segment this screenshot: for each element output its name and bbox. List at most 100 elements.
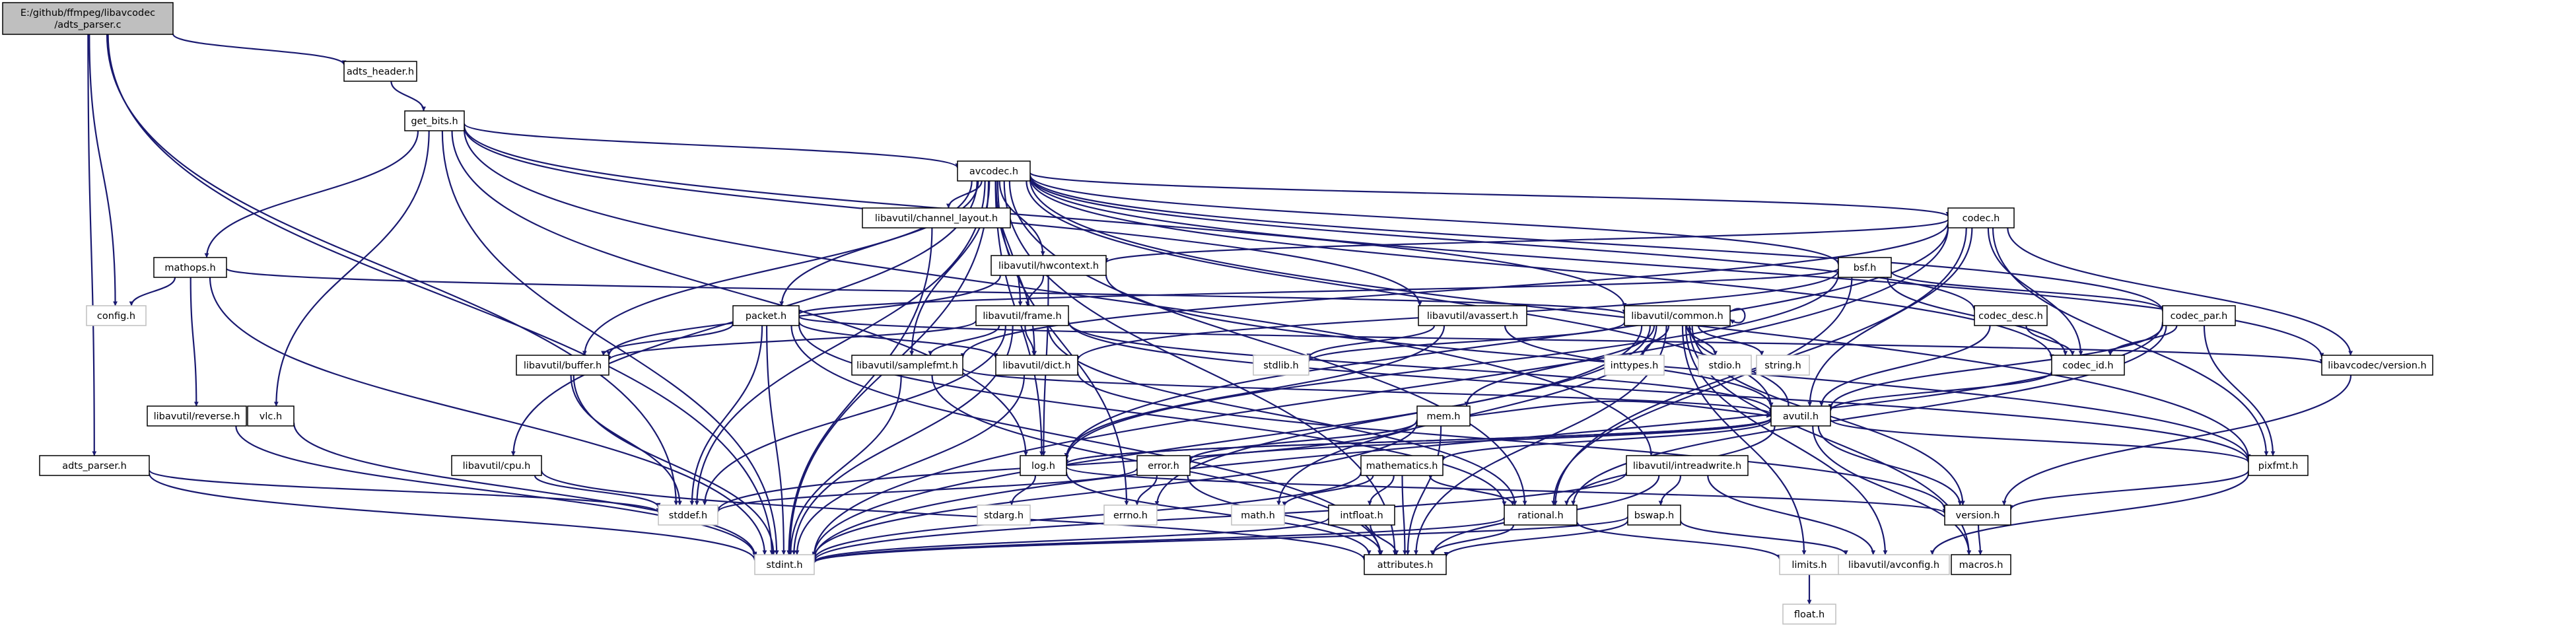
edge-log-to-stdarg	[1009, 475, 1037, 506]
node-get-bits[interactable]: get_bits.h	[404, 110, 465, 131]
edge-avcodec-to-bsf	[1029, 174, 1841, 265]
node-label: libavutil/samplefmt.h	[856, 361, 958, 371]
edge-avutil-to-version	[1817, 425, 1963, 506]
edge-hwcontext-to-frame	[1025, 275, 1045, 306]
node-label: mathematics.h	[1366, 461, 1438, 471]
node-pixfmt[interactable]: pixfmt.h	[2248, 455, 2309, 476]
node-codec[interactable]: codec.h	[1947, 207, 2015, 228]
node-label: codec_par.h	[2171, 311, 2228, 322]
edge-avutil-to-macros	[1812, 425, 1972, 555]
node-root[interactable]: E:/github/ffmpeg/libavcodec/adts_parser.…	[2, 2, 174, 35]
node-label: rational.h	[1517, 510, 1563, 521]
edge-mathematics-to-math	[1282, 475, 1374, 506]
node-avutil[interactable]: avutil.h	[1770, 405, 1831, 427]
node-label: string.h	[1764, 361, 1801, 371]
node-label: libavutil/frame.h	[983, 311, 1061, 322]
edge-dict-to-version	[1076, 371, 1947, 510]
edge-codec-to-hwcontext	[1103, 219, 1949, 263]
node-label: codec_desc.h	[1978, 311, 2043, 322]
node-label: libavutil/buffer.h	[524, 361, 602, 371]
node-bsf[interactable]: bsf.h	[1838, 257, 1892, 278]
node-mem[interactable]: mem.h	[1416, 405, 1471, 427]
edge-samplefmt-to-avutil	[961, 367, 1774, 415]
node-avcodec[interactable]: avcodec.h	[957, 160, 1031, 182]
edge-avcodec-to-codec_par	[1029, 175, 2165, 312]
node-avassert[interactable]: libavutil/avassert.h	[1418, 305, 1527, 326]
node-intfloat[interactable]: intfloat.h	[1328, 504, 1395, 526]
node-label: mathops.h	[164, 263, 215, 273]
edge-mem-to-stddef	[715, 419, 1418, 512]
node-float: float.h	[1782, 604, 1836, 625]
edge-avcodec-to-codec	[1029, 172, 1951, 217]
node-label: errno.h	[1113, 510, 1148, 521]
edge-get_bits-to-stdint	[441, 130, 779, 555]
node-adts-header[interactable]: adts_header.h	[343, 61, 417, 82]
node-adts-parser[interactable]: adts_parser.h	[39, 455, 150, 476]
node-codec-desc[interactable]: codec_desc.h	[1974, 305, 2048, 326]
edge-codec_id-to-avutil	[1828, 371, 2053, 411]
edge-root-to-stdint	[107, 34, 775, 555]
node-box	[1756, 355, 1810, 376]
node-vlc[interactable]: vlc.h	[247, 405, 295, 427]
node-frame[interactable]: libavutil/frame.h	[975, 305, 1069, 326]
node-mathops[interactable]: mathops.h	[153, 257, 227, 278]
node-buffer[interactable]: libavutil/buffer.h	[516, 355, 609, 376]
node-rational[interactable]: rational.h	[1504, 504, 1578, 526]
node-common[interactable]: libavutil/common.h	[1624, 305, 1731, 326]
node-label: libavutil/avconfig.h	[1848, 560, 1939, 571]
edge-avutil-to-pixfmt	[1829, 419, 2251, 463]
node-label: macros.h	[1959, 560, 2003, 571]
edge-mem-to-error	[1187, 420, 1418, 462]
node-box	[404, 110, 465, 131]
node-config: config.h	[86, 305, 147, 326]
node-label: log.h	[1031, 461, 1055, 471]
node-macros[interactable]: macros.h	[1951, 554, 2011, 575]
node-codec-par[interactable]: codec_par.h	[2162, 305, 2236, 326]
node-limits: limits.h	[1779, 554, 1840, 575]
node-box	[732, 305, 800, 326]
node-attributes[interactable]: attributes.h	[1364, 554, 1447, 575]
edge-root-to-config	[88, 34, 118, 306]
node-cpu[interactable]: libavutil/cpu.h	[451, 455, 542, 476]
edge-frame-to-pixfmt	[1067, 321, 2251, 462]
node-box	[1626, 455, 1749, 476]
edge-common-to-common	[1729, 308, 1746, 324]
node-log[interactable]: log.h	[1020, 455, 1067, 476]
edge-cpu-to-stddef	[534, 475, 661, 508]
node-dict[interactable]: libavutil/dict.h	[995, 355, 1078, 376]
node-box	[977, 504, 1031, 526]
node-box	[991, 255, 1107, 276]
node-label: stdarg.h	[984, 510, 1024, 521]
node-box	[995, 355, 1078, 376]
node-error[interactable]: error.h	[1136, 455, 1191, 476]
node-version[interactable]: version.h	[1944, 504, 2011, 526]
node-lavc-version[interactable]: libavcodec/version.h	[2321, 355, 2433, 376]
node-box	[153, 257, 227, 278]
node-label: codec.h	[1963, 213, 2000, 224]
edge-frame-to-stddef	[702, 325, 1006, 506]
node-label: error.h	[1148, 461, 1179, 471]
edge-avassert-to-stdlib	[1306, 325, 1436, 359]
node-intreadwrite[interactable]: libavutil/intreadwrite.h	[1626, 455, 1749, 476]
node-codec-id[interactable]: codec_id.h	[2051, 355, 2125, 376]
node-label: vlc.h	[260, 411, 282, 422]
node-box	[1136, 455, 1191, 476]
edge-bsf-to-log	[1064, 273, 1840, 460]
node-label: float.h	[1794, 609, 1825, 620]
node-avconfig: libavutil/avconfig.h	[1838, 554, 1950, 575]
node-box	[1504, 504, 1578, 526]
edge-log-to-attributes	[1065, 471, 1372, 555]
edge-buffer-to-stdint	[573, 374, 776, 555]
edge-dict-to-stdint	[794, 374, 1026, 555]
node-packet[interactable]: packet.h	[732, 305, 800, 326]
node-box	[516, 355, 609, 376]
node-bswap[interactable]: bswap.h	[1627, 504, 1681, 526]
node-hwcontext[interactable]: libavutil/hwcontext.h	[991, 255, 1107, 276]
node-samplefmt[interactable]: libavutil/samplefmt.h	[851, 355, 963, 376]
node-channel-layout[interactable]: libavutil/channel_layout.h	[862, 207, 1011, 228]
node-box	[1364, 554, 1447, 575]
node-reverse[interactable]: libavutil/reverse.h	[147, 405, 247, 427]
node-mathematics[interactable]: mathematics.h	[1360, 455, 1444, 476]
edge-common-to-stdint	[812, 325, 1643, 557]
edge-mathematics-to-stdint	[812, 471, 1362, 561]
